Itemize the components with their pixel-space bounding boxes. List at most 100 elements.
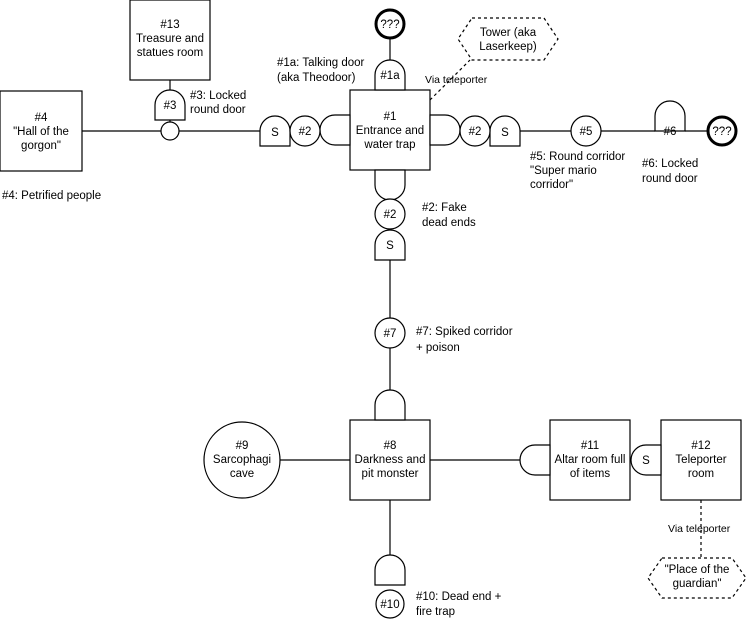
note-locked-door-3-line-2: round door <box>190 104 246 116</box>
room-4-line-3: gorgon" <box>21 140 61 152</box>
connector-lines <box>82 38 708 558</box>
room-1-line-2: Entrance and <box>356 125 424 137</box>
room-9-line-1: #9 <box>236 440 249 452</box>
note-round-corridor-line-1: #5: Round corridor <box>530 151 625 163</box>
unknown-east-label: ??? <box>712 126 731 138</box>
annotations: #1a: Talking door (aka Theodoor) Via tele… <box>2 57 731 618</box>
secret-east-label: S <box>501 127 509 139</box>
hex-guardian: "Place of the guardian" <box>647 557 747 599</box>
room-8-line-3: pit monster <box>362 468 419 480</box>
note-dead-end: #10: Dead end + fire trap <box>416 591 502 618</box>
hex-tower-line-2: Laserkeep) <box>479 41 537 53</box>
note-dead-end-line-2: fire trap <box>416 606 455 618</box>
secret-south-label: S <box>386 240 394 252</box>
door-room8-north <box>374 389 406 421</box>
room-9-line-3: cave <box>230 468 254 480</box>
unknown-north-label: ??? <box>380 19 399 31</box>
room-13-line-3: statues room <box>137 47 203 59</box>
door-3-label: #3 <box>164 100 177 112</box>
note-via-teleporter-bottom-line: Via teleporter <box>668 523 731 535</box>
note-via-teleporter-top-line: Via teleporter <box>425 74 488 86</box>
door-3: #3 <box>154 89 186 121</box>
corridor-10: #10 <box>375 589 405 619</box>
room-11-line-2: Altar room full <box>555 454 626 466</box>
secret-door-west: S <box>259 115 291 147</box>
corridor-2-east: #2 <box>459 115 491 147</box>
corridor-2-south-label: #2 <box>384 209 397 221</box>
secret-door-east: S <box>489 115 521 147</box>
room-4-line-2: "Hall of the <box>13 126 69 138</box>
room-8-line-2: Darkness and <box>355 454 426 466</box>
note-talking-door-line-1: #1a: Talking door <box>277 57 365 69</box>
door-1a-label: #1a <box>380 70 400 82</box>
corridor-2-west: #2 <box>289 115 321 147</box>
note-petrified: #4: Petrified people <box>2 190 101 202</box>
room-8-line-1: #8 <box>384 440 397 452</box>
secret-door-south: S <box>374 229 406 261</box>
corridor-2-south: #2 <box>374 198 406 230</box>
secret-west-label: S <box>271 127 279 139</box>
room-12-line-1: #12 <box>691 440 710 452</box>
room-12-line-3: room <box>688 468 714 480</box>
note-talking-door-line-2: (aka Theodoor) <box>277 72 356 84</box>
door-room1-east <box>429 114 461 146</box>
room-1-line-3: water trap <box>363 139 415 151</box>
door-room1-south <box>374 169 406 201</box>
corridor-2-east-label: #2 <box>469 126 482 138</box>
note-locked-door-6-line-1: #6: Locked <box>642 158 698 170</box>
corridor-2-west-label: #2 <box>299 126 312 138</box>
room-13-line-2: Treasure and <box>136 33 204 45</box>
note-round-corridor-line-3: corridor" <box>530 179 573 191</box>
room-1-line-1: #1 <box>384 111 397 123</box>
junction-node <box>160 121 180 141</box>
hex-tower-line-1: Tower (aka <box>480 27 537 39</box>
unknown-north: ??? <box>374 8 406 40</box>
room-4-hall-of-gorgon: #4 "Hall of the gorgon" <box>0 90 83 172</box>
door-room1-west <box>319 114 351 146</box>
unknown-destinations: ??? ??? <box>374 8 738 147</box>
note-fake-dead-ends-line-1: #2: Fake <box>422 202 467 214</box>
room-9-line-2: Sarcophagi <box>213 454 271 466</box>
corridor-10-label: #10 <box>380 599 399 611</box>
door-6: #6 <box>654 100 686 138</box>
room-4-line-1: #4 <box>35 112 48 124</box>
note-locked-door-6: #6: Locked round door <box>642 158 698 185</box>
note-locked-door-6-line-2: round door <box>642 173 698 185</box>
hex-guardian-line-1: "Place of the <box>665 564 730 576</box>
note-dead-end-line-1: #10: Dead end + <box>416 591 502 603</box>
note-petrified-line: #4: Petrified people <box>2 190 101 202</box>
room-12-line-2: Teleporter <box>675 454 726 466</box>
secret-door-11-12: S <box>630 444 662 476</box>
secret-doors: S S S S <box>259 115 662 476</box>
room-11-line-3: of items <box>570 468 611 480</box>
hex-guardian-line-2: guardian" <box>673 578 722 590</box>
corridors: #2 #2 #2 #5 #7 #10 <box>160 115 602 619</box>
door-10 <box>374 554 406 586</box>
secret-11-12-label: S <box>642 455 650 467</box>
room-13-line-1: #13 <box>160 19 179 31</box>
note-via-teleporter-bottom: Via teleporter <box>668 523 731 535</box>
note-talking-door: #1a: Talking door (aka Theodoor) <box>277 57 365 84</box>
note-spiked-corridor-line-2: + poison <box>416 342 460 354</box>
unknown-east: ??? <box>706 115 738 147</box>
note-spiked-corridor: #7: Spiked corridor+ poison <box>416 326 513 354</box>
door-1a: #1a <box>374 59 406 91</box>
